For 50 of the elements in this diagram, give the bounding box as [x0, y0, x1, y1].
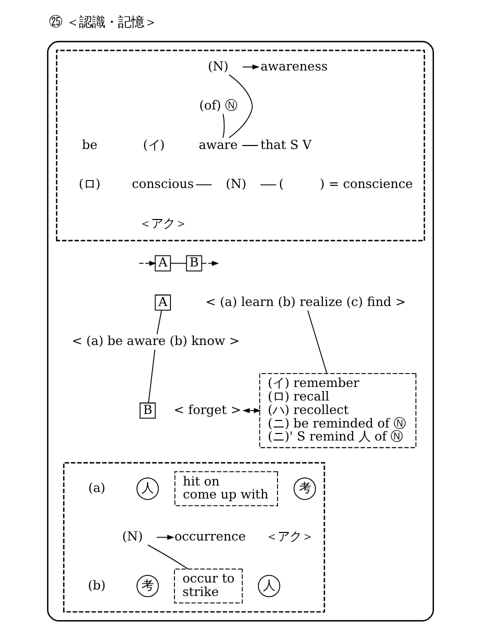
node-text: (N) — [122, 528, 142, 544]
connector — [306, 310, 327, 374]
connector — [148, 349, 155, 404]
node-box: hit on come up with — [174, 471, 278, 506]
diagram-title: ㉕ ＜認識・記憶＞ — [48, 15, 157, 30]
node-text: (N) — [225, 176, 246, 192]
node-box: B — [139, 402, 156, 419]
node-text: (of) Ⓝ — [198, 98, 237, 113]
node-text: < (a) learn (b) realize (c) find > — [205, 294, 406, 309]
node-box: occur to strike — [174, 568, 242, 604]
label: (ロ) — [78, 176, 100, 192]
node-text: < (a) be aware (b) know > — [71, 333, 240, 348]
arrow — [242, 408, 260, 414]
node-text: (N) — [207, 58, 228, 74]
connector — [222, 114, 224, 138]
node-box: (イ) remember (ロ) recall (ハ) recollect (ニ) be reminded of Ⓝ (ニ)' S remind 人 of Ⓝ — [258, 373, 416, 448]
connector — [241, 145, 258, 146]
connector — [260, 184, 276, 186]
node-box: B — [186, 255, 202, 272]
label: be — [81, 136, 97, 152]
node-label: ＜アク＞ — [138, 215, 186, 230]
arrow — [156, 534, 174, 540]
label: (イ) — [142, 136, 164, 152]
label: (b) — [87, 577, 106, 592]
cluster — [46, 40, 434, 622]
cluster — [55, 50, 425, 242]
node-label: ＜アク＞ — [265, 528, 314, 544]
node-text: awareness — [260, 58, 328, 74]
arrow — [138, 260, 156, 266]
node-circle: 考 — [136, 574, 158, 598]
node-circle: 人 — [136, 478, 158, 500]
node-text: ( ) = conscience — [278, 176, 412, 192]
node-text: occurrence — [174, 528, 246, 544]
node-circle: 人 — [257, 574, 280, 598]
node-circle: 考 — [293, 478, 316, 500]
connector — [170, 262, 186, 264]
connector — [228, 74, 252, 138]
cluster — [62, 462, 325, 613]
node-text: conscious — [131, 176, 194, 192]
node-text: aware — [198, 136, 238, 152]
arrow — [201, 260, 219, 266]
arrow — [242, 64, 260, 70]
node-box: A — [154, 294, 170, 311]
node-text: < forget > — [173, 402, 241, 417]
label: (a) — [88, 480, 105, 495]
node-box: A — [154, 255, 170, 272]
connector — [156, 310, 162, 335]
connector — [195, 184, 212, 186]
node-text: that S V — [260, 136, 312, 152]
connector — [146, 544, 188, 570]
